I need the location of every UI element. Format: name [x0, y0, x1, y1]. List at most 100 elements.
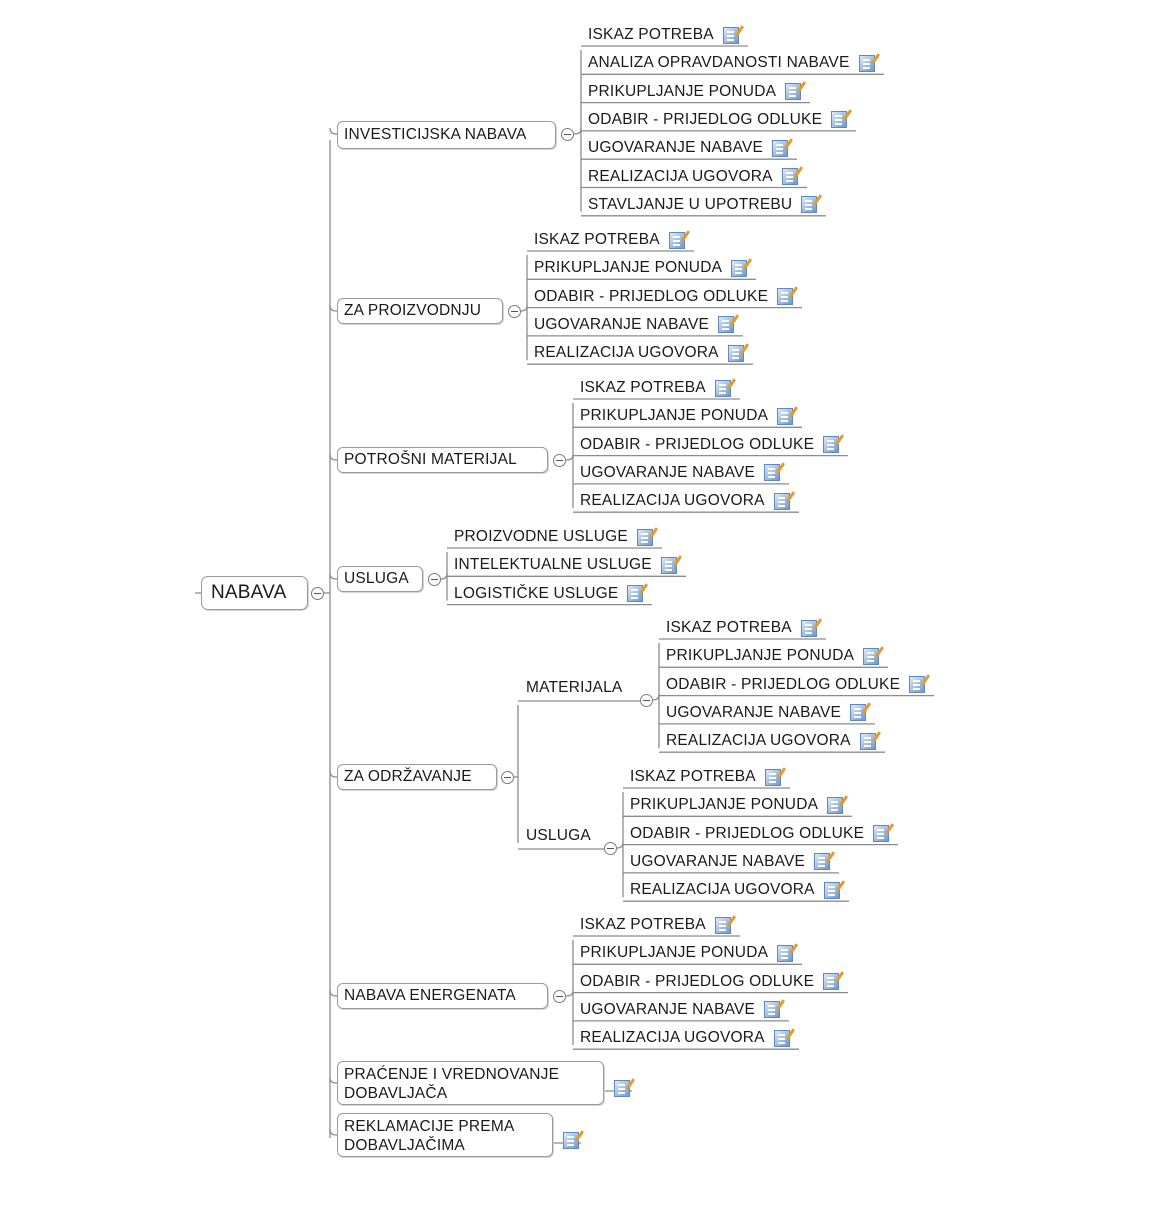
- list-item[interactable]: ODABIR - PRIJEDLOG ODLUKE: [534, 284, 794, 310]
- list-item[interactable]: REALIZACIJA UGOVORA: [534, 340, 744, 366]
- list-item[interactable]: PRIKUPLJANJE PONUDA: [534, 255, 748, 281]
- note-icon[interactable]: [858, 54, 875, 72]
- list-item[interactable]: ODABIR - PRIJEDLOG ODLUKE: [580, 432, 840, 458]
- list-item[interactable]: ISKAZ POTREBA: [588, 22, 739, 48]
- list-item[interactable]: UGOVARANJE NABAVE: [666, 700, 867, 726]
- item-label: REALIZACIJA UGOVORA: [580, 1029, 765, 1047]
- list-item[interactable]: ISKAZ POTREBA: [630, 764, 781, 790]
- list-item[interactable]: PRIKUPLJANJE PONUDA: [580, 403, 794, 429]
- list-item[interactable]: REALIZACIJA UGOVORA: [588, 164, 798, 190]
- item-label: STAVLJANJE U UPOTREBU: [588, 195, 793, 213]
- note-icon[interactable]: [827, 796, 844, 814]
- note-icon[interactable]: [764, 1001, 781, 1019]
- note-icon[interactable]: [823, 881, 840, 899]
- note-icon[interactable]: [873, 825, 890, 843]
- list-item[interactable]: PROIZVODNE USLUGE: [454, 524, 653, 550]
- note-icon[interactable]: [781, 168, 798, 185]
- note-icon[interactable]: [831, 111, 848, 129]
- note-icon[interactable]: [773, 1029, 790, 1047]
- note-icon[interactable]: [764, 768, 781, 786]
- note-icon[interactable]: [636, 528, 653, 546]
- list-item[interactable]: UGOVARANJE NABAVE: [630, 849, 831, 875]
- note-icon[interactable]: [909, 676, 926, 694]
- list-item[interactable]: PRIKUPLJANJE PONUDA: [588, 79, 802, 105]
- note-icon[interactable]: [714, 379, 731, 397]
- list-item[interactable]: ISKAZ POTREBA: [580, 375, 731, 401]
- note-icon[interactable]: [850, 704, 867, 722]
- list-item[interactable]: ODABIR - PRIJEDLOG ODLUKE: [588, 107, 848, 133]
- list-item[interactable]: ISKAZ POTREBA: [666, 615, 817, 641]
- note-icon[interactable]: [823, 436, 840, 454]
- branch-topic[interactable]: ZA ODRŽAVANJE: [337, 764, 497, 790]
- root-collapse-toggle[interactable]: [311, 587, 324, 600]
- list-item[interactable]: REALIZACIJA UGOVORA: [580, 1025, 790, 1051]
- note-icon[interactable]: [614, 1080, 630, 1097]
- list-item[interactable]: STAVLJANJE U UPOTREBU: [588, 192, 818, 218]
- list-item[interactable]: PRIKUPLJANJE PONUDA: [630, 792, 844, 818]
- subgroup-label[interactable]: USLUGA: [526, 827, 591, 844]
- list-item[interactable]: ODABIR - PRIJEDLOG ODLUKE: [580, 969, 840, 995]
- branch-collapse-toggle[interactable]: [508, 305, 521, 318]
- topic-label: POTROŠNI MATERIJAL: [344, 451, 517, 468]
- branch-topic[interactable]: USLUGA: [337, 566, 423, 592]
- branch-collapse-toggle[interactable]: [561, 128, 574, 141]
- branch-topic[interactable]: NABAVA ENERGENATA: [337, 983, 548, 1009]
- list-item[interactable]: REALIZACIJA UGOVORA: [580, 488, 790, 514]
- list-item[interactable]: PRIKUPLJANJE PONUDA: [666, 643, 880, 669]
- subgroup-label[interactable]: MATERIJALA: [526, 679, 623, 696]
- branch-topic[interactable]: POTROŠNI MATERIJAL: [337, 447, 548, 473]
- branch-topic[interactable]: REKLAMACIJE PREMA DOBAVLJAČIMA: [337, 1113, 553, 1157]
- list-item[interactable]: REALIZACIJA UGOVORA: [666, 728, 876, 754]
- note-icon[interactable]: [660, 556, 677, 574]
- root-topic[interactable]: NABAVA: [201, 576, 308, 610]
- subgroup-collapse-toggle[interactable]: [640, 694, 653, 707]
- list-item[interactable]: PRIKUPLJANJE PONUDA: [580, 940, 794, 966]
- list-item[interactable]: ISKAZ POTREBA: [534, 227, 685, 253]
- note-icon[interactable]: [814, 853, 831, 871]
- note-icon[interactable]: [777, 944, 794, 962]
- branch-topic[interactable]: ZA PROIZVODNJU: [337, 298, 503, 324]
- note-icon[interactable]: [727, 344, 744, 362]
- branch-collapse-toggle[interactable]: [553, 454, 566, 467]
- note-icon[interactable]: [863, 647, 880, 665]
- note-icon[interactable]: [773, 492, 790, 510]
- list-item[interactable]: ODABIR - PRIJEDLOG ODLUKE: [630, 821, 890, 847]
- note-icon[interactable]: [772, 139, 789, 157]
- note-icon[interactable]: [722, 26, 739, 44]
- note-icon[interactable]: [801, 196, 818, 214]
- branch-topic[interactable]: INVESTICIJSKA NABAVA: [337, 121, 556, 149]
- branch-collapse-toggle[interactable]: [553, 990, 566, 1003]
- list-item[interactable]: INTELEKTUALNE USLUGE: [454, 552, 677, 578]
- list-item[interactable]: LOGISTIČKE USLUGE: [454, 581, 644, 607]
- note-icon[interactable]: [764, 464, 781, 482]
- note-icon[interactable]: [777, 407, 794, 425]
- list-item[interactable]: REALIZACIJA UGOVORA: [630, 877, 840, 903]
- note-icon[interactable]: [563, 1132, 579, 1149]
- note-icon[interactable]: [785, 83, 802, 101]
- list-item[interactable]: UGOVARANJE NABAVE: [580, 997, 781, 1023]
- item-label: ISKAZ POTREBA: [580, 379, 706, 396]
- connector: [329, 453, 337, 461]
- list-item[interactable]: UGOVARANJE NABAVE: [588, 135, 789, 161]
- list-item[interactable]: ODABIR - PRIJEDLOG ODLUKE: [666, 672, 926, 698]
- subgroup-collapse-toggle[interactable]: [604, 842, 617, 855]
- list-item[interactable]: ANALIZA OPRAVDANOSTI NABAVE: [588, 50, 875, 76]
- connector: [616, 841, 624, 849]
- note-icon[interactable]: [859, 732, 876, 750]
- item-label: ODABIR - PRIJEDLOG ODLUKE: [666, 675, 901, 693]
- list-item[interactable]: UGOVARANJE NABAVE: [534, 312, 735, 338]
- list-item[interactable]: ISKAZ POTREBA: [580, 912, 731, 938]
- note-icon[interactable]: [823, 973, 840, 991]
- note-icon[interactable]: [777, 288, 794, 306]
- branch-collapse-toggle[interactable]: [501, 771, 514, 784]
- item-label: ISKAZ POTREBA: [580, 916, 706, 933]
- note-icon[interactable]: [714, 916, 731, 934]
- list-item[interactable]: UGOVARANJE NABAVE: [580, 460, 781, 486]
- note-icon[interactable]: [800, 619, 817, 637]
- note-icon[interactable]: [731, 259, 748, 277]
- note-icon[interactable]: [627, 585, 644, 603]
- note-icon[interactable]: [668, 231, 685, 249]
- branch-topic[interactable]: PRAĆENJE I VREDNOVANJE DOBAVLJAČA: [337, 1061, 604, 1105]
- note-icon[interactable]: [718, 316, 735, 334]
- branch-collapse-toggle[interactable]: [428, 573, 441, 586]
